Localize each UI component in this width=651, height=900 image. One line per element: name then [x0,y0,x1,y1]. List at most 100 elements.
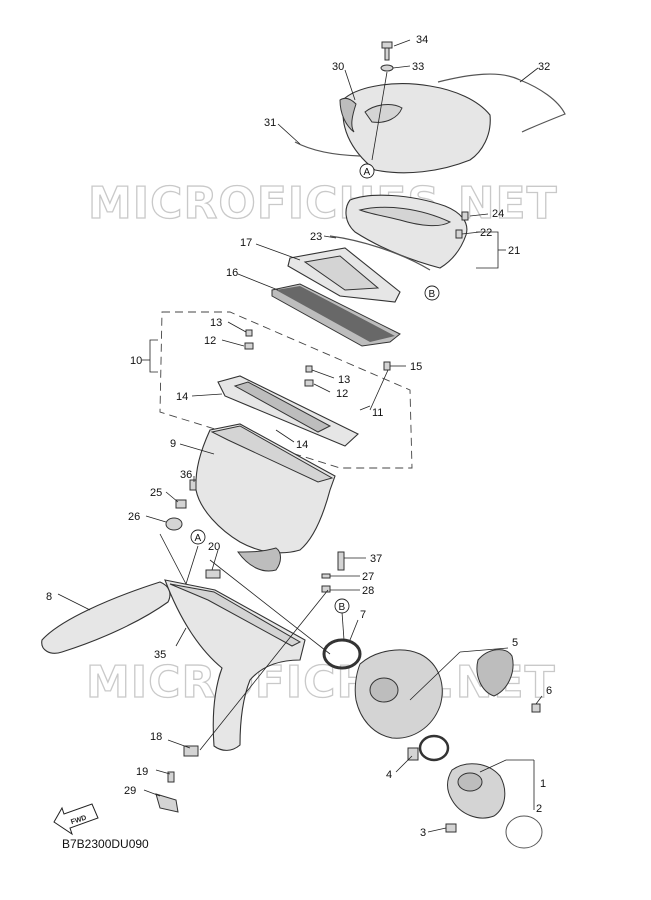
ref-circle-b-bottom: B [334,598,350,614]
callout-18: 18 [150,731,162,743]
part-1-joint [447,763,506,819]
part-19-screw [167,771,175,783]
callout-13-left: 13 [210,317,222,329]
part-7-o-ring [322,638,362,670]
part-17-frame-inner [303,255,380,291]
callout-2: 2 [536,803,542,815]
callout-33: 33 [412,61,424,73]
watermark-top: MICROFICHES.NET [88,178,558,229]
callout-35: 35 [154,649,166,661]
callout-6: 6 [546,685,552,697]
part-3-screw [445,823,457,833]
throttle-bore [369,677,399,703]
part-25-nut [175,499,187,509]
part-1-joint-bore [457,772,483,792]
callout-23: 23 [310,231,322,243]
callout-3: 3 [420,827,426,839]
part-33-washer [380,64,394,72]
part-31-wire [294,141,361,157]
diagram-code: B7B2300DU090 [62,837,149,851]
svg-text:B: B [339,602,346,613]
part-27-washer [321,573,331,579]
svg-text:B: B [429,289,436,300]
callout-19: 19 [136,766,148,778]
callout-20: 20 [208,541,220,553]
callout-31: 31 [264,117,276,129]
callout-28: 28 [362,585,374,597]
callout-34: 34 [416,34,428,46]
fwd-label: FWD [70,815,87,827]
callout-7: 7 [360,609,366,621]
part-24-clip [461,211,469,221]
part-12-grommet-left [244,342,254,350]
part-13-screw-right [305,365,313,373]
ref-circle-a-bottom: A [190,529,206,545]
part-36-bolt [189,479,197,491]
callout-26: 26 [128,511,140,523]
callout-10: 10 [130,355,142,367]
ref-circle-b-top: B [424,285,440,301]
callout-32: 32 [538,61,550,73]
callout-24: 24 [492,208,504,220]
part-22-clip [455,229,463,239]
part-23-seal-line [329,235,431,271]
part-13-screw-left [245,329,253,337]
part-4-clamp [418,734,450,762]
svg-text:A: A [195,533,202,544]
throttle-body-assembly [354,649,443,739]
part-2-cap [505,815,543,849]
part-16-filter-band [276,286,395,342]
callout-27: 27 [362,571,374,583]
callout-36: 36 [180,469,192,481]
part-10-frame-strips [233,381,332,433]
callout-labels: 1 2 3 4 5 6 7 8 9 10 11 12 12 13 13 14 1… [46,34,552,839]
part-30-upper-cover [342,83,491,174]
ref-circle-a-top: A [359,163,375,179]
part-6-screw [531,703,541,713]
callout-21: 21 [508,245,520,257]
part-9-air-box-rim [210,425,334,483]
callout-8: 8 [46,591,52,603]
callout-17: 17 [240,237,252,249]
callout-11: 11 [372,407,383,419]
part-4-clamp-screw [407,747,419,761]
callout-12-right: 12 [336,388,348,400]
callout-14-left: 14 [176,391,188,403]
callout-1: 1 [540,778,546,790]
part-18-clamp [183,745,199,757]
part-8-left-duct [41,581,171,654]
part-32-hose [437,73,566,133]
part-21-cover-groove [358,206,452,227]
part-12-grommet-right [304,379,314,387]
part-37-bolt [337,551,345,571]
callout-5: 5 [512,637,518,649]
callout-25: 25 [150,487,162,499]
part-20-bracket [205,569,221,579]
callout-15: 15 [410,361,422,373]
fwd-arrow-icon: FWD [53,803,99,836]
part-lower-intake-duct [164,579,306,751]
callout-37: 37 [370,553,382,565]
callout-12-left: 12 [204,335,216,347]
part-9-air-box [195,423,336,554]
part-30-cover-edge [339,97,357,133]
part-5-cover [476,649,514,697]
leader-lines [57,39,543,833]
part-34-bolt [381,41,393,61]
callout-30: 30 [332,61,344,73]
svg-text:A: A [364,167,371,178]
callout-16: 16 [226,267,238,279]
callout-14-right: 14 [296,439,308,451]
part-30-cover-recess [364,104,403,123]
callout-9: 9 [170,438,176,450]
part-28-collar [321,585,331,593]
callout-22: 22 [480,227,492,239]
part-9-intake-neck [237,547,281,572]
assembly-10-box [159,311,413,469]
part-lower-duct-flange [169,583,302,647]
callout-13-right: 13 [338,374,350,386]
part-29-bracket [155,793,179,813]
callout-29: 29 [124,785,136,797]
part-15-screw [383,361,391,371]
